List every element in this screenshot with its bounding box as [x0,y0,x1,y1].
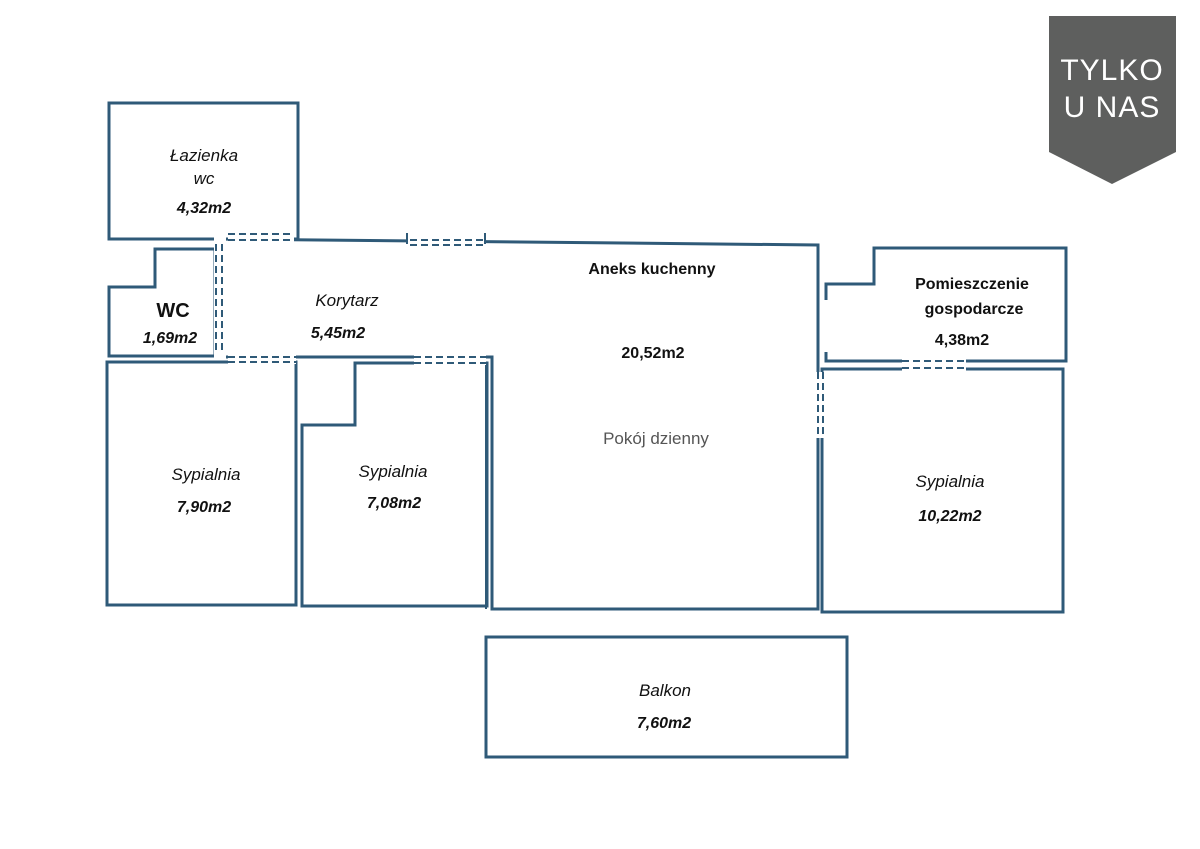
kitchen-name: Aneks kuchenny [588,261,715,278]
promo-badge: TYLKO U NAS [1049,16,1176,184]
badge-line-2: U NAS [1064,91,1161,124]
bedroom-middle-walls [300,361,489,608]
bedroom-left-area: 7,90m2 [177,499,231,516]
corridor-name: Korytarz [315,291,379,310]
balcony-name: Balkon [639,681,691,700]
wc-area: 1,69m2 [143,330,197,347]
bedroom-left-walls [105,360,298,607]
doors [214,232,966,438]
balcony-area: 7,60m2 [637,715,691,732]
bedroom-right-area: 10,22m2 [918,508,981,525]
badge-shape [1049,16,1176,184]
utility-area: 4,38m2 [935,332,989,349]
bathroom-area: 4,32m2 [176,200,231,217]
bedroom-left-name: Sypialnia [172,465,241,484]
corridor-area: 5,45m2 [311,325,365,342]
balcony-walls [484,635,849,759]
walls [105,101,1068,759]
bedroom-middle-area: 7,08m2 [367,495,421,512]
bedroom-middle-name: Sypialnia [359,462,428,481]
bathroom-name: Łazienka [170,146,238,165]
kitchen-area: 20,52m2 [621,345,684,362]
living-room-name: Pokój dzienny [603,429,709,448]
wc-name: WC [156,300,189,322]
utility-walls [824,246,1068,363]
bathroom-sub: wc [194,169,215,188]
utility-name-2: gospodarcze [925,301,1024,318]
bedroom-right-name: Sypialnia [916,472,985,491]
room-labels: Łazienka wc 4,32m2 WC 1,69m2 Korytarz 5,… [143,146,1029,732]
bathroom-walls [107,101,300,241]
utility-name: Pomieszczenie [915,276,1029,293]
badge-line-1: TYLKO [1060,54,1163,87]
